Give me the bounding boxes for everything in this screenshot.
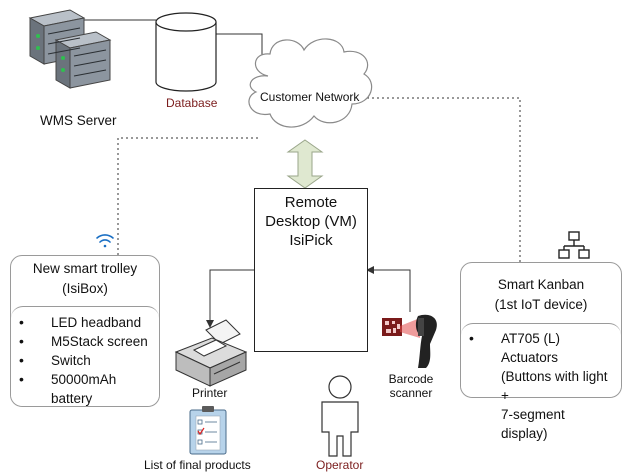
trolley-feature: M5Stack screen	[19, 332, 153, 351]
kanban-feature-continued: (Buttons with light +	[501, 369, 608, 403]
vm-title-line2: Desktop (VM)	[265, 213, 357, 230]
trolley-feature-continued: battery	[51, 391, 93, 406]
vm-box: Remote Desktop (VM) IsiPick	[254, 188, 368, 352]
kanban-title-line2: (1st IoT device)	[494, 297, 588, 312]
scanner-label: Barcode scanner	[386, 372, 436, 400]
trolley-feature: LED headband	[19, 313, 153, 332]
wms-server-label: WMS Server	[40, 113, 117, 128]
kanban-title-line1: Smart Kanban	[497, 277, 585, 292]
trolley-features: LED headband M5Stack screen Switch 50000…	[11, 306, 159, 406]
trolley-feature: 50000mAh	[19, 370, 153, 389]
trolley-card: New smart trolley (IsiBox) LED headband …	[10, 255, 160, 407]
kanban-features: AT705 (L) Actuators (Buttons with light …	[461, 323, 621, 441]
kanban-feature-continued: 7-segment display)	[501, 407, 565, 441]
vm-arrowhead	[366, 266, 374, 274]
database-icon	[155, 12, 217, 92]
vm-title: Remote Desktop (VM) IsiPick	[255, 193, 367, 250]
vm-printer-arrow	[209, 269, 254, 322]
server-rack-icon	[28, 9, 112, 89]
vm-title-line1: Remote	[284, 194, 338, 211]
network-vm-double-arrow	[286, 139, 324, 189]
cloud-icon	[248, 38, 373, 128]
kanban-network-dotted	[364, 97, 521, 262]
products-label: List of final products	[144, 458, 251, 472]
scanner-vm-arrow	[372, 269, 411, 312]
network-label: Customer Network	[260, 90, 360, 104]
trolley-feature: Switch	[19, 351, 153, 370]
trolley-title-line1: New smart trolley	[32, 261, 138, 276]
barcode-scanner-icon	[382, 314, 437, 368]
kanban-title: Smart Kanban (1st IoT device)	[461, 275, 621, 315]
trolley-title-line2: (IsiBox)	[62, 281, 108, 296]
kanban-feature: AT705 (L) Actuators	[469, 329, 615, 367]
db-network-line	[216, 33, 263, 60]
printer-label: Printer	[192, 386, 228, 400]
scanner-label-line2: scanner	[389, 386, 433, 400]
vm-title-line3: IsiPick	[289, 232, 333, 249]
network-icon	[558, 231, 590, 259]
wifi-icon	[96, 234, 114, 248]
connectors	[84, 19, 521, 322]
operator-label: Operator	[316, 458, 364, 472]
checklist-icon	[189, 406, 227, 455]
scanner-label-line1: Barcode	[388, 372, 434, 386]
operator-icon	[321, 375, 359, 457]
printer-icon	[174, 319, 248, 387]
printer-arrowhead	[206, 320, 214, 328]
trolley-network-dotted	[117, 137, 258, 255]
database-label: Database	[166, 96, 218, 110]
kanban-card: Smart Kanban (1st IoT device) AT705 (L) …	[460, 262, 622, 441]
trolley-title: New smart trolley (IsiBox)	[11, 259, 159, 299]
